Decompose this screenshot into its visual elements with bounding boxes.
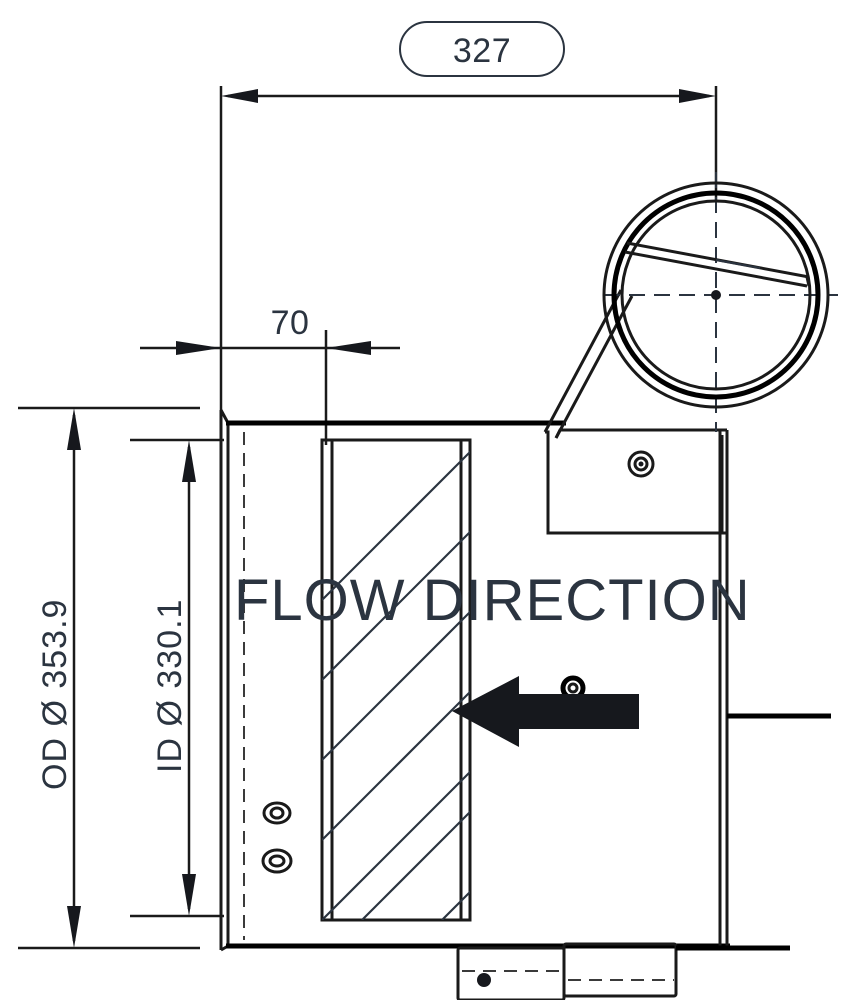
flange-outer-circle: [602, 181, 830, 409]
hatched-section: [320, 438, 472, 922]
mounting-bracket-hole: [477, 973, 491, 987]
fastener-upper: [262, 801, 292, 825]
fastener-transition-outer: [627, 450, 655, 478]
fastener-transition-inner: [633, 456, 649, 472]
outer-diameter-dimension: OD Ø 353.9: [18, 406, 200, 950]
transition-diagonal-outer: [543, 289, 623, 433]
fastener-upper-outer: [262, 801, 292, 825]
flow-direction-label: FLOW DIRECTION: [234, 568, 751, 633]
flange-center-point: [711, 290, 721, 300]
arrowhead-left: [176, 341, 221, 355]
flange-chord-end: [805, 276, 811, 287]
mounting-bracket-left-box: [456, 946, 566, 1000]
fastener-lower-inner: [268, 854, 286, 868]
arrowhead-bottom: [182, 874, 196, 916]
flow-arrow-shape: [452, 676, 639, 747]
mounting-bracket-right-box: [562, 942, 678, 998]
transition-diagonal-inner: [554, 295, 634, 439]
transition-lower-outline: [545, 430, 727, 535]
flange-mid-circle: [611, 190, 821, 400]
flange-inner-circle: [620, 199, 812, 391]
flange-chord-detail: [715, 259, 761, 269]
overall-length-dimension: 327: [219, 21, 718, 420]
inlet-offset-dimension: 70: [140, 304, 400, 445]
hatched-section-outline: [320, 438, 472, 922]
fastener-flow-inner: [567, 682, 579, 694]
flange-chord-lower: [624, 250, 808, 288]
arrowhead-right: [326, 341, 371, 355]
arrowhead-top: [67, 408, 81, 450]
fastener-lower: [261, 848, 293, 874]
flow-direction-arrow: [452, 676, 639, 747]
fastener-lower-outer: [261, 848, 293, 874]
body-shell: [219, 409, 831, 952]
arrowhead-left: [221, 89, 258, 103]
inner-diameter-dimension: ID Ø 330.1: [130, 438, 224, 918]
mounting-bracket: [456, 942, 790, 1000]
hatch-lines: [322, 450, 470, 920]
arrowhead-top: [182, 440, 196, 482]
transition-upper-outline: [554, 428, 690, 439]
fastener-transition: [627, 450, 655, 478]
inlet-offset-label: 70: [271, 304, 310, 342]
overall-length-label: 327: [453, 32, 511, 70]
inlet-flange-circle: [602, 172, 838, 432]
fastener-upper-inner: [269, 806, 285, 820]
dimension-label-box: [399, 21, 565, 77]
arrowhead-bottom: [67, 906, 81, 948]
outer-diameter-label: OD Ø 353.9: [36, 599, 74, 790]
angled-transition-plate: [543, 289, 727, 535]
fastener-transition-center: [638, 461, 644, 467]
arrowhead-right: [679, 89, 716, 103]
inner-diameter-label: ID Ø 330.1: [151, 599, 189, 773]
